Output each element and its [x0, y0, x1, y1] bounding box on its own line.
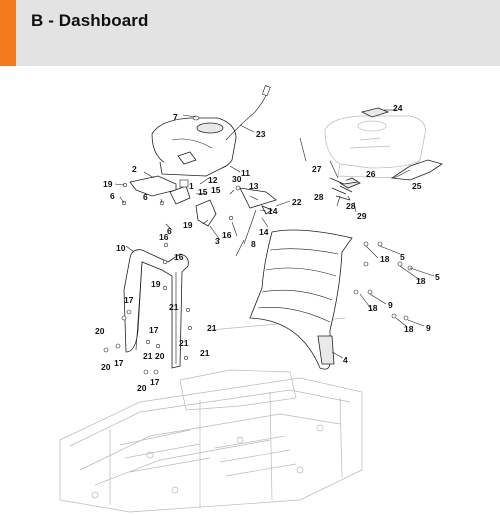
callout-15a: 15 [198, 187, 208, 197]
callout-17b: 17 [149, 325, 159, 335]
page-title: B - Dashboard [31, 11, 149, 30]
callout-2: 2 [132, 164, 137, 174]
callout-6c: 6 [167, 226, 172, 236]
callout-20a: 20 [95, 326, 105, 336]
steering-frame-part [123, 249, 189, 369]
callout-18b: 18 [416, 276, 426, 286]
callout-6a: 6 [110, 191, 115, 201]
callout-19a: 19 [103, 179, 113, 189]
callout-17d: 17 [150, 377, 160, 387]
header-accent-bar [0, 0, 16, 66]
hood-panel-part [249, 229, 353, 370]
callout-8: 8 [251, 239, 256, 249]
callout-6b: 6 [143, 192, 148, 202]
callout-27: 27 [312, 164, 322, 174]
callout-21c: 21 [179, 338, 189, 348]
callout-24: 24 [393, 103, 403, 113]
callout-7: 7 [173, 112, 178, 122]
callout-9b: 9 [426, 323, 431, 333]
callout-labels: 7 23 24 11 2 19 12 1 15 15 6 6 6 30 13 1… [95, 103, 440, 393]
throttle-lever-parts [235, 185, 277, 257]
callout-19b: 19 [183, 220, 193, 230]
callout-30: 30 [232, 174, 242, 184]
callout-9a: 9 [388, 300, 393, 310]
callout-17a: 17 [124, 295, 134, 305]
callout-4: 4 [343, 355, 348, 365]
callout-13: 13 [249, 181, 259, 191]
choke-cable-part [192, 85, 271, 141]
dashboard-console-part [151, 117, 237, 177]
callout-23: 23 [256, 129, 266, 139]
callout-5a: 5 [400, 252, 405, 262]
callout-18d: 18 [404, 324, 414, 334]
callout-16c: 16 [174, 252, 184, 262]
callout-16b: 16 [159, 232, 169, 242]
callout-14a: 14 [268, 206, 278, 216]
callout-29: 29 [357, 211, 367, 221]
callout-15b: 15 [211, 185, 221, 195]
callout-20d: 20 [137, 383, 147, 393]
callout-21d: 21 [143, 351, 153, 361]
callout-10: 10 [116, 243, 126, 253]
page-header: B - Dashboard [0, 0, 500, 66]
callout-18a: 18 [380, 254, 390, 264]
callout-20b: 20 [155, 351, 165, 361]
callout-26: 26 [366, 169, 376, 179]
callout-1: 1 [189, 181, 194, 191]
callout-11: 11 [241, 168, 250, 178]
leader-lines [114, 109, 435, 359]
callout-12: 12 [208, 175, 218, 185]
decal-parts [329, 107, 443, 201]
chassis-ghost [59, 317, 363, 513]
callout-14b: 14 [259, 227, 269, 237]
callout-3: 3 [215, 236, 220, 246]
callout-16a: 16 [222, 230, 232, 240]
callout-28b: 28 [346, 201, 356, 211]
callout-17c: 17 [114, 358, 124, 368]
callout-20c: 20 [101, 362, 111, 372]
callout-21e: 21 [200, 348, 210, 358]
callout-19c: 19 [151, 279, 161, 289]
mounting-brackets [129, 175, 217, 227]
callout-22: 22 [292, 197, 302, 207]
exploded-parts-diagram: 7 23 24 11 2 19 12 1 15 15 6 6 6 30 13 1… [0, 66, 500, 515]
callout-18c: 18 [368, 303, 378, 313]
callout-28a: 28 [314, 192, 324, 202]
callout-21b: 21 [207, 323, 217, 333]
callout-5b: 5 [435, 272, 440, 282]
callout-25: 25 [412, 181, 422, 191]
callout-21a: 21 [169, 302, 179, 312]
